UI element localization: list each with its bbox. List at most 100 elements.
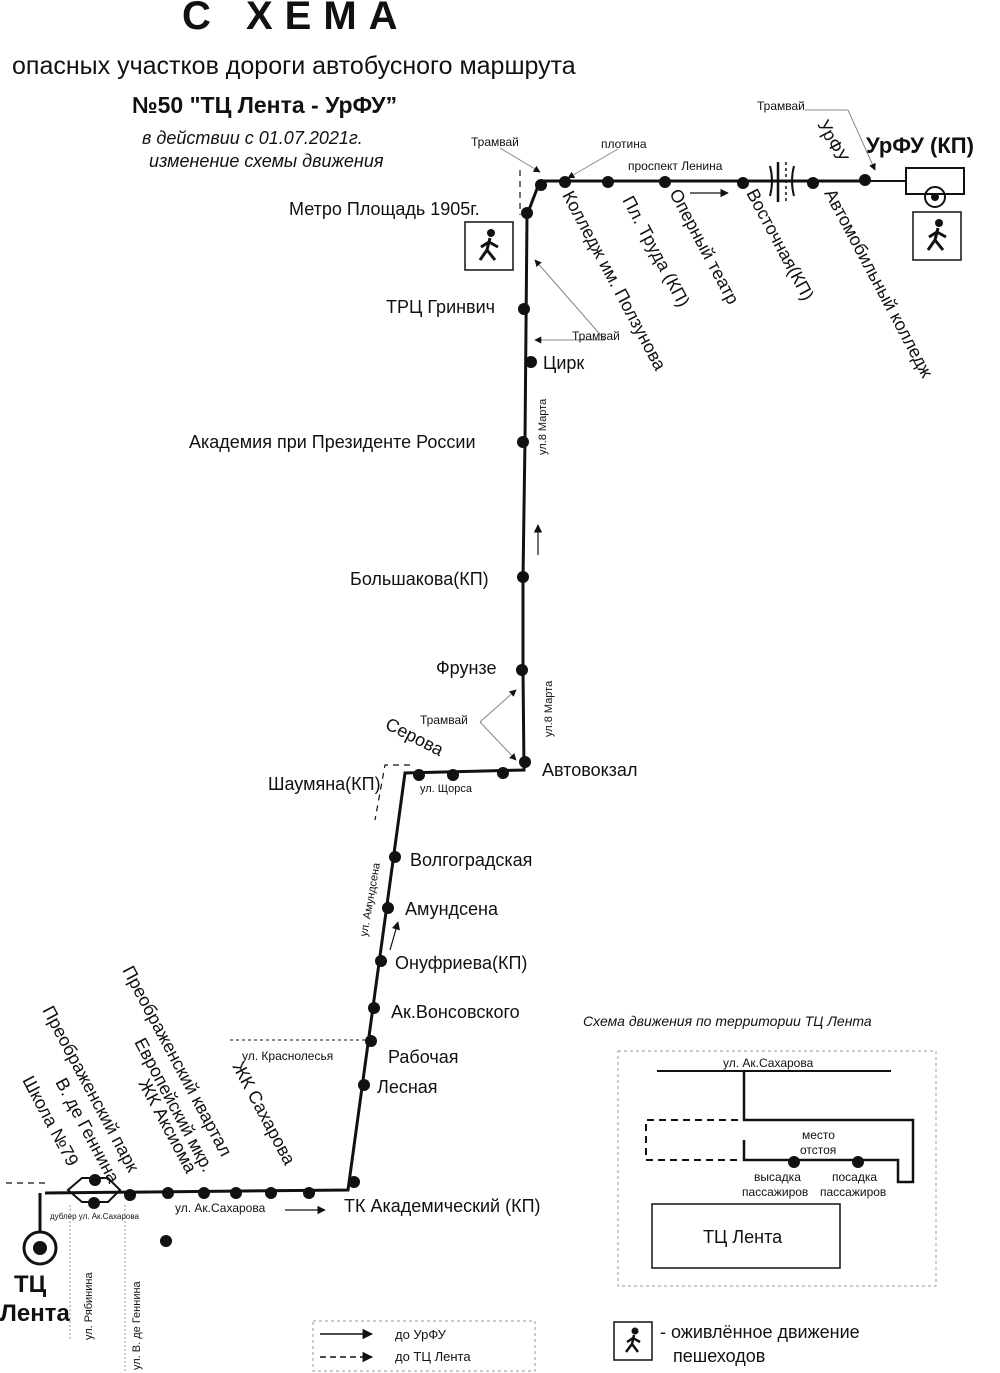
bus-stop-dot-icon <box>852 1156 864 1168</box>
stop-label-vostochnaya: Восточная(КП) <box>742 185 817 303</box>
bus-stop-dot-icon <box>518 303 530 315</box>
bus-stop-dot-icon <box>89 1174 101 1186</box>
stop-label-polzunova: Колледж им. Ползунова <box>558 187 670 374</box>
street-label-tram: Трамвай <box>471 135 519 149</box>
inset-route <box>742 1071 915 1184</box>
bus-stop-dot-icon <box>521 207 533 219</box>
bus-stop-dot-icon <box>517 571 529 583</box>
stop-label-urfu-end: УрФУ (КП) <box>866 133 974 158</box>
bus-stop-dot-icon <box>535 179 547 191</box>
street-label-march8: ул.8 Марта <box>537 398 549 455</box>
street-label-shchorsa: ул. Щорса <box>420 783 473 795</box>
bus-stop-dot-icon <box>525 356 537 368</box>
inset-frame <box>617 1050 937 1287</box>
direction-arrows <box>285 188 729 1215</box>
terminal-circle-icon <box>33 1241 47 1255</box>
inset-posadka-1: посадка <box>832 1170 877 1184</box>
bus-stop-dot-icon <box>517 436 529 448</box>
inset-mesto-2: отстоя <box>800 1143 836 1157</box>
stop-label-lesnaya: Лесная <box>377 1077 438 1097</box>
note-date: в действии с 01.07.2021г. <box>142 128 363 148</box>
stop-label-amundsena: Амундсена <box>405 899 499 919</box>
street-label-ryabinina: ул. Рябинина <box>83 1272 95 1340</box>
route-name: №50 "ТЦ Лента - УрФУ” <box>132 92 398 118</box>
stop-label-bolshakova: Большакова(КП) <box>350 569 489 589</box>
inset-tc-label: ТЦ Лента <box>703 1227 783 1247</box>
street-label-tram: Трамвай <box>757 99 805 113</box>
street-label-krasnolesya: ул. Краснолесья <box>242 1049 333 1063</box>
bus-stop-dot-icon <box>737 177 749 189</box>
legend-frame <box>312 1320 536 1372</box>
terminal-circle-icon <box>924 186 946 208</box>
page-subtitle: опасных участков дороги автобусного марш… <box>12 52 576 80</box>
bus-stop-dot-icon <box>160 1235 172 1247</box>
bus-stop-dot-icon <box>447 769 459 781</box>
legend-pedestrian-2: пешеходов <box>673 1346 765 1366</box>
street-label-march8: ул.8 Марта <box>543 680 555 737</box>
bus-stop-dot-icon <box>88 1197 100 1209</box>
bus-stop-dot-icon <box>807 177 819 189</box>
street-label-sakharova: ул. Ак.Сахарова <box>175 1201 266 1215</box>
bus-stop-dot-icon <box>265 1187 277 1199</box>
bus-stop-dot-icon <box>375 955 387 967</box>
bus-stop-dot-icon <box>358 1079 370 1091</box>
stop-label-tsirk: Цирк <box>543 353 584 373</box>
stop-label-grinvich: ТРЦ Гринвич <box>386 297 495 317</box>
junction-shape <box>66 1177 122 1203</box>
stop-label-metro: Метро Площадь 1905г. <box>289 199 480 219</box>
street-label-de-gennina: ул. В. де Геннина <box>131 1280 143 1370</box>
street-label-tram: Трамвай <box>572 329 620 343</box>
inset-vysadka-2: пассажиров <box>742 1185 808 1199</box>
bus-stop-dot-icon <box>559 176 571 188</box>
legend-to-lenta: до ТЦ Лента <box>395 1349 471 1364</box>
bus-stop-dot-icon <box>368 1002 380 1014</box>
bus-stop-dot-icon <box>788 1156 800 1168</box>
stop-label-avtovokzal: Автовокзал <box>542 760 637 780</box>
pedestrian-icon <box>912 211 962 261</box>
bus-stop-dot-icon <box>516 664 528 676</box>
stop-label-volgogradskaya: Волгоградская <box>410 850 532 870</box>
stop-label-tk-akad: ТК Академический (КП) <box>344 1196 541 1216</box>
bus-stop-dot-icon <box>230 1187 242 1199</box>
bus-stop-dot-icon <box>659 176 671 188</box>
bus-stop-dot-icon <box>382 902 394 914</box>
stop-dots <box>88 174 871 1247</box>
inset-street-label: ул. Ак.Сахарова <box>723 1056 814 1070</box>
inset-mesto-1: место <box>802 1128 835 1142</box>
inset-posadka-2: пассажиров <box>820 1185 886 1199</box>
street-label-tram: Трамвай <box>420 713 468 727</box>
bus-stop-dot-icon <box>497 767 509 779</box>
street-label-dubler: дублер ул. Ак.Сахарова <box>50 1212 140 1221</box>
route-line <box>44 179 870 1195</box>
inset-vysadka-1: высадка <box>754 1170 801 1184</box>
stop-label-urfu: УрФУ <box>813 116 852 166</box>
pedestrian-icon <box>613 1321 653 1361</box>
bus-stop-dot-icon <box>162 1187 174 1199</box>
inset-tc-building <box>651 1203 841 1269</box>
bus-stop-dot-icon <box>519 756 531 768</box>
stop-label-vonsovskogo: Ак.Вонсовского <box>391 1002 520 1022</box>
inset-route-return <box>645 1119 738 1161</box>
street-label-amundsena: ул. Амундсена <box>358 861 383 937</box>
note-change: изменение схемы движения <box>149 151 384 171</box>
stop-label-akademia: Академия при Президенте России <box>189 432 476 452</box>
stop-label-lenta-1: ТЦ <box>14 1271 47 1298</box>
bus-stop-dot-icon <box>348 1176 360 1188</box>
tram-pointers <box>479 109 876 761</box>
stop-label-lenta-2: Лента <box>0 1300 70 1327</box>
bus-stop-dot-icon <box>303 1187 315 1199</box>
stop-label-zhk-sakharova: ЖК Сахарова <box>228 1058 299 1168</box>
railway-crossing-icon <box>769 162 795 202</box>
bus-stop-dot-icon <box>413 769 425 781</box>
stop-label-frunze: Фрунзе <box>436 658 497 678</box>
bus-stop-dot-icon <box>124 1189 136 1201</box>
bus-stop-dot-icon <box>859 174 871 186</box>
street-label-plotina: плотина <box>601 137 647 151</box>
route-line-return <box>374 764 410 821</box>
page-title: С ХЕМА <box>182 0 410 38</box>
bus-stop-dot-icon <box>389 851 401 863</box>
stop-label-rabochaya: Рабочая <box>388 1047 458 1067</box>
bus-stop-dot-icon <box>602 176 614 188</box>
legend-to-urfu: до УрФУ <box>395 1327 447 1342</box>
